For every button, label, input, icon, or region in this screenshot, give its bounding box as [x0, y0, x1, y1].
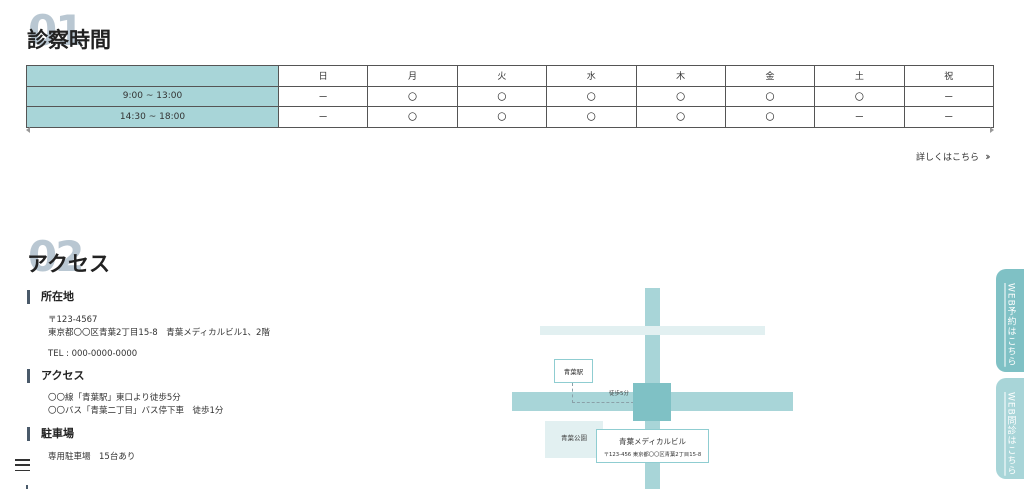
day-header: 月 [367, 65, 458, 87]
availability-cell: 〇 [367, 106, 458, 128]
day-header: 火 [456, 65, 548, 87]
day-header: 祝 [903, 65, 995, 87]
section-title-hours: 診察時間 [27, 28, 111, 52]
map-building-address: 〒123-456 東京都〇〇区青葉2丁目15-8 [603, 452, 702, 458]
table-horizontal-scrollbar[interactable] [26, 127, 994, 135]
availability-cell: 〇 [814, 85, 905, 107]
access-heading: アクセス [27, 369, 84, 383]
access-map: 青葉公園 徒歩5分 青葉駅 青葉メディカルビル 〒123-456 東京都〇〇区青… [505, 288, 805, 489]
day-header: 金 [724, 65, 816, 87]
availability-cell: ー [903, 106, 995, 128]
web-questionnaire-label: WEB問診はこちら [1005, 392, 1016, 476]
availability-cell: ー [814, 106, 905, 128]
table-corner-cell [26, 65, 279, 87]
time-slot-cell: 9:00 ~ 13:00 [26, 85, 279, 107]
map-park-label: 青葉公園 [561, 434, 587, 442]
map-building-name: 青葉メディカルビル [619, 437, 686, 446]
tel-text: TEL : 000-0000-0000 [48, 349, 138, 359]
availability-cell: 〇 [546, 85, 637, 107]
double-chevron-right-icon: ›› [985, 150, 991, 163]
availability-cell: 〇 [546, 106, 637, 128]
details-link-label: 詳しくはこちら [916, 153, 980, 163]
parking-text: 専用駐車場 15台あり [48, 452, 136, 462]
scroll-right-arrow-icon[interactable] [990, 127, 994, 133]
web-reservation-label: WEB予約はこちら [1005, 283, 1016, 367]
parking-heading: 駐車場 [27, 427, 74, 441]
map-park-area [545, 421, 603, 458]
availability-cell: ー [277, 85, 369, 107]
availability-cell: 〇 [635, 85, 726, 107]
scroll-left-arrow-icon[interactable] [26, 127, 30, 133]
map-walk-label: 徒歩5分 [609, 391, 629, 397]
map-walk-route [572, 383, 634, 403]
day-header: 水 [546, 65, 637, 87]
availability-cell: 〇 [724, 85, 816, 107]
postal-code: 〒123-4567 [48, 315, 98, 325]
availability-cell: 〇 [724, 106, 816, 128]
section-number: 02 [28, 232, 84, 281]
section-title-access: アクセス [27, 252, 110, 276]
hours-table: 日 月 火 水 木 金 土 祝 9:00 ~ 13:00 ー 〇 〇 〇 〇 〇… [26, 65, 995, 128]
next-heading-marker [26, 485, 28, 489]
day-header: 土 [814, 65, 905, 87]
map-clinic-building [633, 383, 671, 421]
hours-details-link[interactable]: 詳しくはこちら ›› [916, 150, 991, 163]
address-text: 東京都〇〇区青葉2丁目15-8 青葉メディカルビル1、2階 [48, 328, 270, 338]
map-station-label: 青葉駅 [554, 359, 593, 383]
access-bus-text: 〇〇バス「青葉二丁目」バス停下車 徒歩1分 [48, 406, 224, 416]
map-building-card: 青葉メディカルビル 〒123-456 東京都〇〇区青葉2丁目15-8 [596, 429, 709, 463]
map-road-horizontal-minor [540, 326, 765, 335]
availability-cell: ー [903, 85, 995, 107]
day-header: 日 [277, 65, 369, 87]
availability-cell: ー [277, 106, 369, 128]
table-header-row: 日 月 火 水 木 金 土 祝 [26, 65, 995, 87]
availability-cell: 〇 [456, 106, 548, 128]
section-number: 01 [28, 6, 84, 55]
hamburger-menu-icon[interactable] [15, 459, 30, 471]
table-row: 14:30 ~ 18:00 ー 〇 〇 〇 〇 〇 ー ー [26, 106, 995, 128]
web-questionnaire-tab[interactable]: WEB問診はこちら [996, 378, 1024, 479]
table-row: 9:00 ~ 13:00 ー 〇 〇 〇 〇 〇 〇 ー [26, 85, 995, 107]
availability-cell: 〇 [367, 85, 458, 107]
access-train-text: 〇〇線「青葉駅」東口より徒歩5分 [48, 393, 181, 403]
availability-cell: 〇 [456, 85, 548, 107]
location-heading: 所在地 [27, 290, 74, 304]
time-slot-cell: 14:30 ~ 18:00 [26, 106, 279, 128]
availability-cell: 〇 [635, 106, 726, 128]
web-reservation-tab[interactable]: WEB予約はこちら [996, 269, 1024, 372]
day-header: 木 [635, 65, 726, 87]
